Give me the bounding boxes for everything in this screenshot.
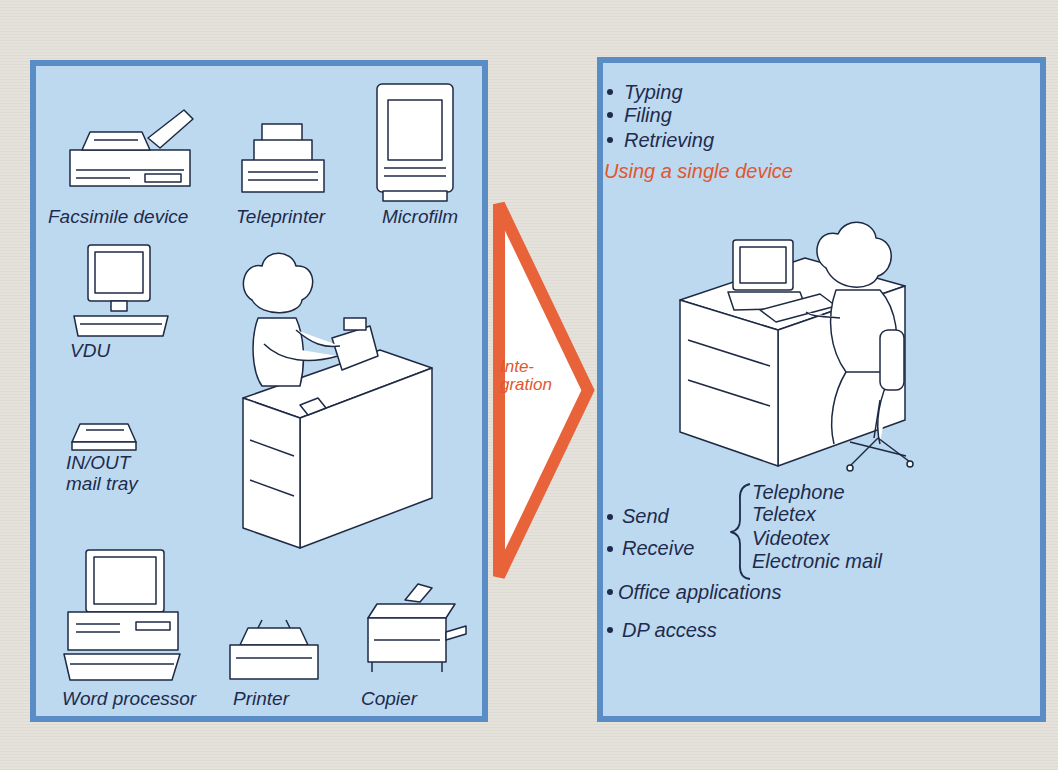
device-label: Microfilm [382, 207, 458, 228]
arrow-label: Inte-gration [500, 358, 552, 394]
function-label: Office applications [618, 581, 781, 603]
device-label: Printer [233, 689, 289, 710]
device-label: Copier [361, 689, 417, 710]
function-label: Filing [624, 104, 672, 126]
function-label: Send [622, 505, 669, 527]
function-label: Typing [624, 81, 683, 103]
function-label: Using a single device [604, 160, 793, 182]
function-label: Telephone [752, 481, 845, 503]
device-label: Facsimile device [48, 207, 188, 228]
device-label: VDU [70, 341, 110, 362]
function-label: Receive [622, 537, 694, 559]
function-label: DP access [622, 619, 717, 641]
device-label: IN/OUT mail tray [66, 453, 152, 495]
function-label: Teletex [752, 503, 816, 525]
device-label: Teleprinter [236, 207, 325, 228]
function-label: Retrieving [624, 129, 714, 151]
device-label: Word processor [62, 689, 196, 710]
function-label: Videotex [752, 527, 829, 549]
function-label: Electronic mail [752, 550, 882, 572]
panel-box: TypingFilingRetrievingUsing a single dev… [597, 57, 1046, 722]
panel-box: Facsimile device Teleprinter MicrofilmVDU I… [30, 60, 488, 722]
integration-arrow [499, 204, 588, 576]
